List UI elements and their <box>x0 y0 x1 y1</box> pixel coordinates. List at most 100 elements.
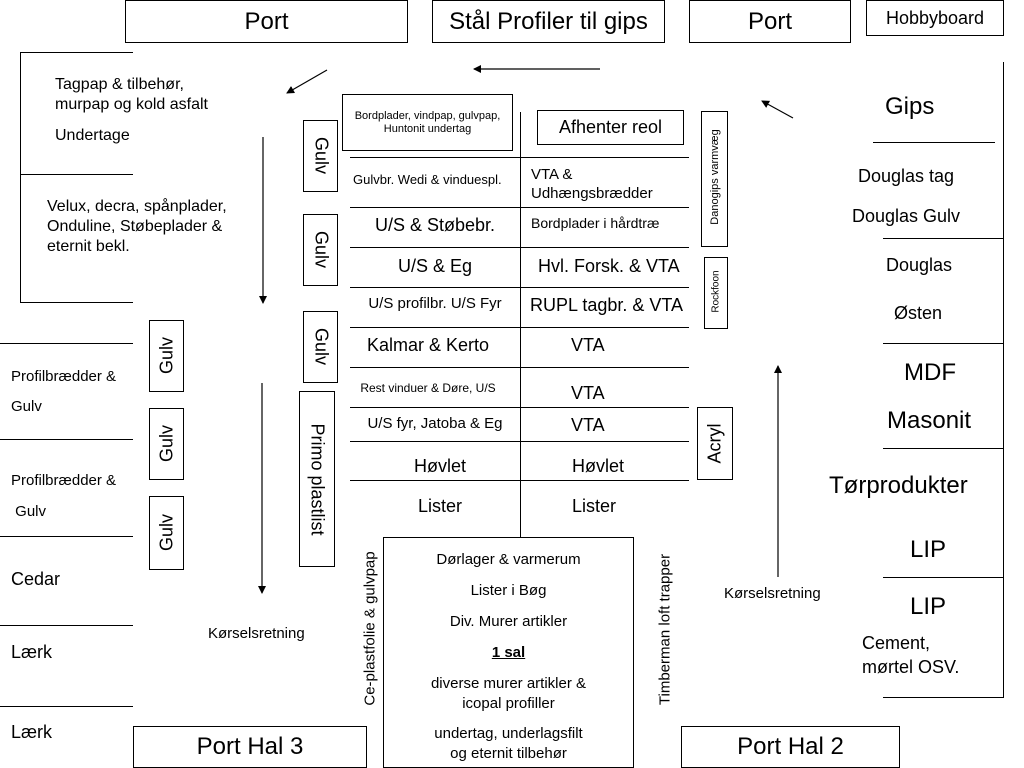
gulv-box-left-2: Gulv <box>149 408 184 480</box>
douglas-label: Douglas <box>886 255 953 275</box>
cement-line-1: Cement, <box>862 633 931 653</box>
left-col-line-2 <box>0 439 133 440</box>
laerk-label-1: Lærk <box>11 642 53 662</box>
row-line-3 <box>350 287 689 288</box>
left-text-2: murpap og kold asfalt <box>55 96 208 113</box>
left-top-line <box>20 52 133 53</box>
row-right-1: Bordplader i hårdtræ <box>531 215 660 231</box>
right-line-4 <box>883 577 1004 578</box>
gulv-box-center-1: Gulv <box>303 120 338 192</box>
rockfoon-box: Rockfoon <box>704 257 728 329</box>
row-right-8: Lister <box>572 496 617 516</box>
right-line-gips <box>873 142 995 143</box>
gulv-box-center-3: Gulv <box>303 311 338 383</box>
port-left-label: Port <box>244 7 289 35</box>
afhenter-label: Afhenter reol <box>558 117 663 137</box>
gulv-box-center-2: Gulv <box>303 214 338 286</box>
afhenter-box: Afhenter reol <box>537 110 684 145</box>
profil1-line2: Gulv <box>11 398 42 415</box>
cedar-label: Cedar <box>11 569 61 589</box>
left-top-vertical <box>20 52 21 303</box>
row-left-2: U/S & Eg <box>397 256 473 276</box>
bottom-line-5: diverse murer artikler & <box>430 675 587 692</box>
row-right-4: VTA <box>571 335 605 355</box>
row-right-2: Hvl. Forsk. & VTA <box>538 256 680 276</box>
row-left-1: U/S & Støbebr. <box>374 215 496 235</box>
direction-label-left: Kørselsretning <box>208 625 305 642</box>
gulv-box-left-3: Gulv <box>149 496 184 570</box>
masonit-label: Masonit <box>887 407 972 434</box>
row-right-5: VTA <box>571 383 605 403</box>
right-line-3 <box>883 448 1004 449</box>
bottom-line-7: undertag, underlagsfilt <box>434 725 583 742</box>
direction-label-right: Kørselsretning <box>724 585 821 602</box>
bordplader-box: Bordplader, vindpap, gulvpap, Huntonit u… <box>342 94 513 151</box>
title-box: Stål Profiler til gips <box>432 0 665 43</box>
port-hal2-label: Port Hal 2 <box>737 733 844 760</box>
osten-label: Østen <box>894 303 943 323</box>
row-left-4: Kalmar & Kerto <box>366 335 490 355</box>
mdf-label: MDF <box>904 359 956 386</box>
left-text-4: Velux, decra, spånplader, <box>47 198 227 215</box>
row-line-4 <box>350 327 689 328</box>
row-right-6: VTA <box>571 415 605 435</box>
arrow-top-right <box>761 100 794 119</box>
left-mid-line <box>20 174 133 175</box>
port-left-box: Port <box>125 0 408 43</box>
bottom-line-3: Div. Murer artikler <box>449 613 568 630</box>
bottom-line-8: og eternit tilbehør <box>450 745 567 762</box>
port-hal3-box: Port Hal 3 <box>133 726 367 768</box>
bottom-center-box <box>383 537 634 768</box>
row-line-7 <box>350 441 689 442</box>
right-line-2 <box>883 343 1004 344</box>
hobbyboard-box: Hobbyboard <box>866 0 1004 36</box>
arrow-top-left <box>286 69 328 94</box>
center-divider <box>520 112 521 537</box>
port-right-box: Port <box>689 0 851 43</box>
row-line-2 <box>350 247 689 248</box>
bottom-line-2: Lister i Bøg <box>470 582 547 599</box>
row-right-3: RUPL tagbr. & VTA <box>530 295 684 315</box>
row-line-0 <box>350 157 689 158</box>
row-right-7: Høvlet <box>572 456 625 476</box>
row-left-3: U/S profilbr. U/S Fyr <box>368 295 502 312</box>
profil2-line1: Profilbrædder & <box>11 472 117 489</box>
row-line-1 <box>350 207 689 208</box>
gips-label: Gips <box>885 93 935 120</box>
page-title: Stål Profiler til gips <box>449 7 648 35</box>
bottom-line-1: Dørlager & varmerum <box>436 551 581 568</box>
left-col-line-4 <box>0 625 133 626</box>
right-line-1 <box>883 238 1004 239</box>
douglas-gulv-label: Douglas Gulv <box>852 206 961 226</box>
danogips-box: Danogips varmvæg <box>701 111 728 247</box>
primo-box: Primo plastlist <box>299 391 335 567</box>
port-hal3-label: Port Hal 3 <box>196 733 304 760</box>
right-line-5 <box>883 697 1004 698</box>
row-line-6 <box>350 407 689 408</box>
laerk-label-2: Lærk <box>11 722 53 742</box>
left-text-1: Tagpap & tilbehør, <box>55 76 184 93</box>
left-col-line-1 <box>0 343 133 344</box>
left-col-line-5 <box>0 706 133 707</box>
right-outer-vertical <box>1003 62 1004 697</box>
row-left-5: Rest vinduer & Døre, U/S <box>360 381 496 395</box>
torprodukter-label: Tørprodukter <box>829 472 968 499</box>
row-left-7: Høvlet <box>413 456 466 476</box>
row-line-5 <box>350 367 689 368</box>
lip-label-1: LIP <box>910 536 947 563</box>
bottom-line-4: 1 sal <box>491 644 526 661</box>
acryl-box: Acryl <box>697 407 733 480</box>
left-col-line-3 <box>0 536 133 537</box>
bottom-line-6: icopal profiller <box>462 695 555 712</box>
douglas-tag-label: Douglas tag <box>858 166 955 186</box>
hobbyboard-label: Hobbyboard <box>885 7 985 28</box>
lip-label-2: LIP <box>910 593 947 620</box>
row-left-8: Lister <box>417 496 462 516</box>
left-text-6: eternit bekl. <box>47 238 130 255</box>
profil2-line2: Gulv <box>11 503 47 520</box>
left-text-3: Undertage <box>55 127 130 144</box>
row-line-8 <box>350 480 689 481</box>
port-right-label: Port <box>747 7 792 35</box>
row-right-0b: Udhængsbrædder <box>531 185 653 202</box>
